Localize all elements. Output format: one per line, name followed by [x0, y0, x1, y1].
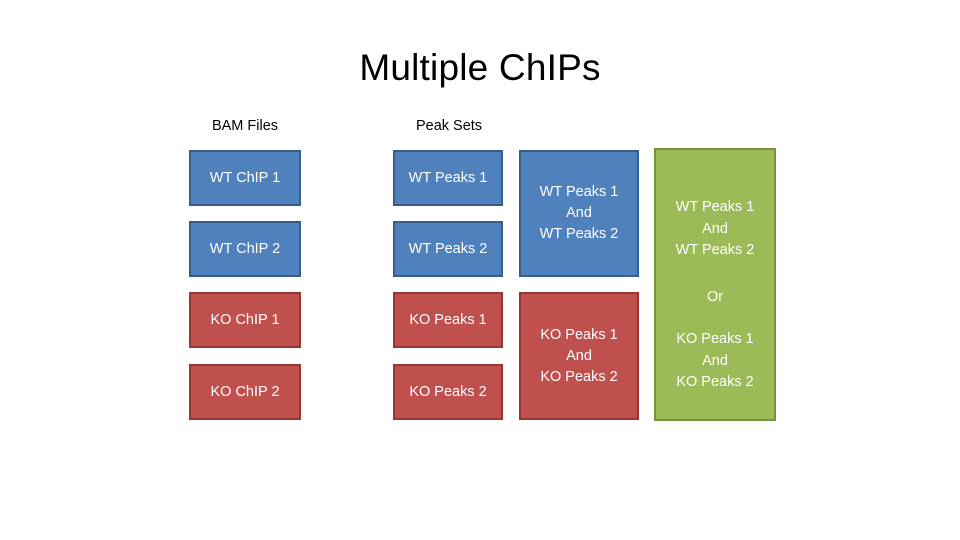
- bam-file-wt-chip-2[interactable]: WT ChIP 2: [189, 221, 301, 277]
- combined-ko-peaks-label: KO Peaks 1 And KO Peaks 2: [676, 331, 754, 390]
- peak-set-ko-peaks-2[interactable]: KO Peaks 2: [393, 364, 503, 420]
- bam-file-wt-chip-1[interactable]: WT ChIP 1: [189, 150, 301, 206]
- merged-set-wt-peaks[interactable]: WT Peaks 1 And WT Peaks 2: [519, 150, 639, 277]
- peak-set-ko-peaks-1[interactable]: KO Peaks 1: [393, 292, 503, 348]
- combined-peaks-box[interactable]: WT Peaks 1 And WT Peaks 2 Or KO Peaks 1 …: [654, 148, 776, 421]
- column-header-bam-files: BAM Files: [211, 118, 279, 134]
- peak-set-wt-peaks-1[interactable]: WT Peaks 1: [393, 150, 503, 206]
- column-header-peak-sets: Peak Sets: [415, 118, 483, 134]
- bam-file-ko-chip-1[interactable]: KO ChIP 1: [189, 292, 301, 348]
- combined-peaks-inner: WT Peaks 1 And WT Peaks 2 Or KO Peaks 1 …: [656, 171, 774, 440]
- combined-or-connector-label: Or: [706, 289, 724, 305]
- peak-set-wt-peaks-2[interactable]: WT Peaks 2: [393, 221, 503, 277]
- combined-wt-peaks-label: WT Peaks 1 And WT Peaks 2: [675, 199, 755, 258]
- page-title: Multiple ChIPs: [359, 47, 601, 88]
- merged-set-ko-peaks[interactable]: KO Peaks 1 And KO Peaks 2: [519, 292, 639, 420]
- bam-file-ko-chip-2[interactable]: KO ChIP 2: [189, 364, 301, 420]
